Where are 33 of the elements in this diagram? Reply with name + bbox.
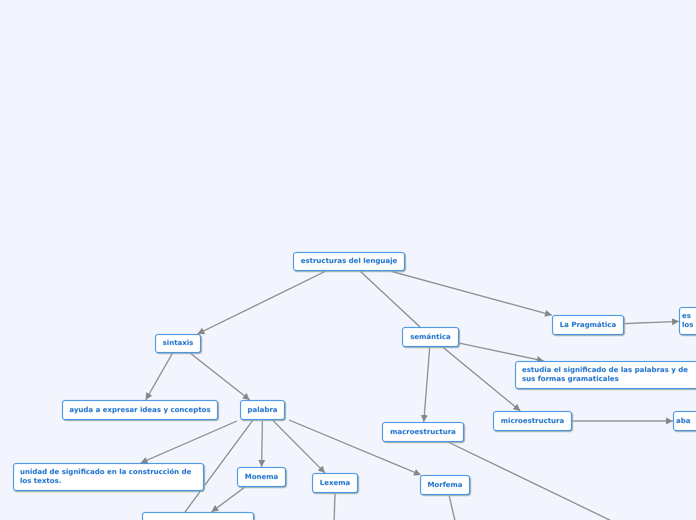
connector-line <box>448 494 457 520</box>
topic-box <box>240 400 285 420</box>
topic-box <box>382 422 464 442</box>
topic-box <box>420 475 470 495</box>
arrow <box>624 318 680 326</box>
topic-box <box>62 400 218 420</box>
topic-box <box>293 252 405 271</box>
arrow <box>140 420 238 464</box>
topic-box <box>312 473 358 493</box>
topic-box <box>552 315 624 335</box>
topic-box <box>515 361 696 389</box>
topic-box <box>237 467 286 487</box>
topic-box <box>493 411 572 431</box>
connector-line <box>333 492 336 520</box>
arrow <box>258 420 266 467</box>
arrow <box>272 420 326 474</box>
topic-box <box>402 327 459 347</box>
arrow <box>288 419 422 476</box>
arrow <box>458 342 544 363</box>
arrow <box>197 270 326 335</box>
arrow <box>420 346 430 422</box>
arrow <box>145 352 174 400</box>
arrow <box>190 352 250 400</box>
arrow <box>211 486 246 512</box>
topic-box <box>13 463 204 491</box>
connector-line <box>184 420 254 512</box>
connector-line <box>360 270 420 328</box>
arrow <box>442 346 521 412</box>
topic-box <box>155 334 201 353</box>
arrow <box>572 418 673 424</box>
topic-box <box>679 307 696 335</box>
topic-box <box>673 411 696 431</box>
arrow <box>390 270 552 317</box>
